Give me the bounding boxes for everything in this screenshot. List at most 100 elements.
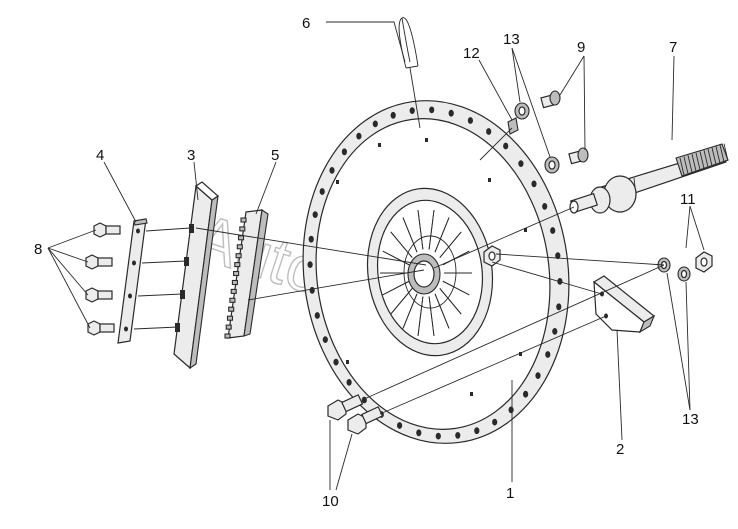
- spline-line: [719, 144, 725, 163]
- left-bolt: [85, 287, 113, 303]
- callout-3: 3: [187, 147, 195, 164]
- bolt-hole: [346, 379, 352, 386]
- bolt-hole: [314, 312, 320, 319]
- left-bolt: [93, 222, 121, 238]
- hub-spoke-edge: [417, 209, 424, 250]
- bar-tooth: [240, 217, 247, 223]
- bolt-hole: [550, 227, 556, 234]
- bottom-bolt-b: [347, 406, 384, 435]
- bolt-shank: [97, 257, 113, 267]
- hub-spoke-edge: [439, 288, 462, 315]
- callout-10: 10: [322, 493, 339, 510]
- flat-plate: [117, 218, 148, 344]
- bolt-hole: [455, 432, 461, 439]
- bolt-shank: [99, 323, 115, 333]
- bolt-hole: [552, 328, 558, 335]
- bolt-hole: [397, 422, 403, 429]
- callout-13-bottom: 13: [682, 411, 699, 428]
- grease-fitting: [507, 117, 519, 135]
- bolt-hole: [492, 418, 498, 426]
- assembly-guide-lines: [133, 67, 665, 415]
- flange-disc: [302, 100, 570, 444]
- hub-spoke-edge: [442, 280, 470, 296]
- bolt-hole: [312, 211, 318, 219]
- bolt-hole: [486, 128, 492, 135]
- spline-line: [699, 151, 705, 169]
- spline-line: [723, 143, 729, 161]
- hub-spoke-edge: [439, 231, 462, 258]
- bolt-hole: [545, 351, 551, 358]
- nut-lower: [695, 251, 713, 273]
- splined-shaft: [569, 143, 729, 214]
- bar-tooth: [230, 288, 237, 294]
- spline-line: [715, 146, 721, 164]
- hub-spoke-edge: [434, 217, 450, 253]
- spline-line: [707, 148, 713, 167]
- callout-5: 5: [271, 147, 279, 164]
- hub-spoke-edge: [428, 209, 435, 250]
- left-bolts: [85, 222, 121, 336]
- bar-tooth: [234, 262, 241, 268]
- left-bolt: [85, 254, 113, 270]
- hub-spoke-edge: [428, 296, 435, 337]
- bolt-hole: [319, 188, 325, 195]
- bolt-hole: [555, 252, 561, 260]
- callout-8: 8: [34, 241, 42, 258]
- hub-spoke-edge: [417, 296, 424, 337]
- bolt-hole: [556, 303, 562, 311]
- bolt-hole: [372, 120, 378, 128]
- washer-lower-b: [677, 266, 691, 282]
- blade-wedge: [173, 181, 219, 370]
- callout-13-top: 13: [503, 31, 520, 48]
- callout-2: 2: [616, 441, 624, 458]
- bar-tooth: [225, 324, 232, 330]
- bar-tooth: [235, 253, 242, 259]
- bar-tooth: [233, 270, 240, 277]
- bolt-hole: [535, 372, 541, 379]
- callout-7: 7: [669, 39, 677, 56]
- spline-line: [703, 150, 709, 168]
- bolt-shank: [97, 290, 113, 300]
- bolt-hole: [309, 286, 315, 294]
- hub-spoke-edge: [434, 293, 450, 329]
- spline-line: [687, 155, 693, 173]
- bottom-bolt-a: [327, 394, 364, 421]
- bar-tooth: [228, 306, 235, 312]
- bar-tooth: [224, 333, 231, 339]
- spline-line: [683, 156, 689, 174]
- bolt-hole: [416, 429, 422, 437]
- bolt-hole: [474, 427, 480, 435]
- bolt-hole: [390, 111, 396, 119]
- angle-bracket: [592, 275, 656, 334]
- flange-bolt-holes: [307, 106, 563, 440]
- spline-line: [695, 152, 701, 170]
- hub-spoke-edge: [402, 293, 418, 329]
- bolt-hole: [503, 142, 509, 150]
- washer-upper-a: [514, 102, 530, 120]
- hub-spoke-edge: [390, 231, 413, 258]
- bolt-hole: [531, 180, 537, 188]
- callout-9: 9: [577, 39, 585, 56]
- spring-pin: [398, 17, 419, 69]
- spline-line: [691, 153, 697, 172]
- bar-tooth: [231, 279, 238, 286]
- callout-6: 6: [302, 15, 310, 32]
- hub-spoke-edge: [402, 217, 418, 253]
- bolt-hole: [322, 336, 328, 343]
- bolt-hole: [508, 406, 514, 414]
- bolt-hole: [329, 167, 335, 174]
- bolt-hole: [333, 358, 339, 366]
- bolt-hole: [429, 106, 435, 114]
- toothed-bar-teeth: [224, 217, 247, 339]
- bolt-hole: [341, 148, 347, 156]
- plug-upper: [540, 90, 561, 109]
- bolt-hole: [467, 117, 473, 124]
- callout-4: 4: [96, 147, 104, 164]
- spline-line: [679, 157, 685, 176]
- bar-tooth: [239, 226, 246, 232]
- bolt-hole: [356, 132, 362, 140]
- shaft-splines: [605, 143, 729, 205]
- plug-lower: [568, 147, 589, 165]
- callout-11: 11: [680, 191, 696, 208]
